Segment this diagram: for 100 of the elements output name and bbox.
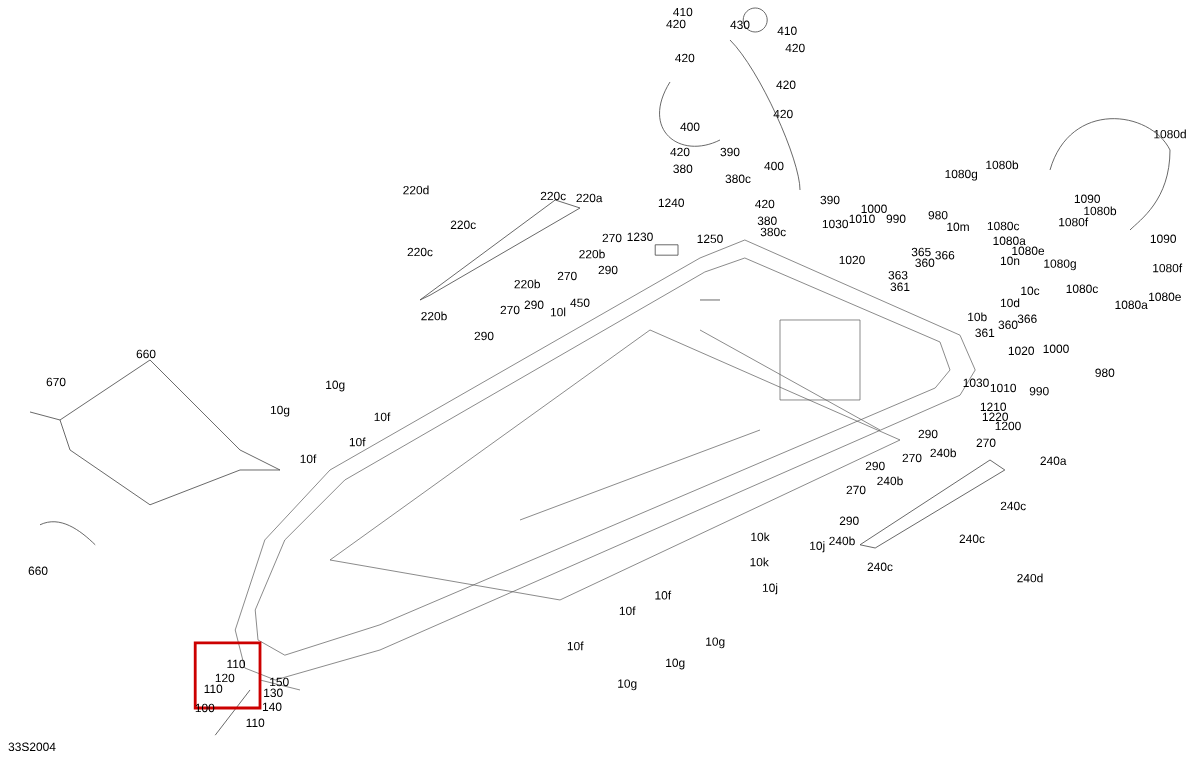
callout-number: 110 xyxy=(204,684,223,693)
callout-number: 10f xyxy=(619,606,636,616)
callout-number: 380 xyxy=(673,164,693,173)
callout-number: 270 xyxy=(500,305,520,315)
callout-number: 1020 xyxy=(839,255,865,265)
callout-number: 420 xyxy=(776,80,796,89)
callout-number: 1090 xyxy=(1150,234,1176,243)
callout-number: 240b xyxy=(829,536,855,546)
callout-number: 1080f xyxy=(1153,263,1183,273)
callout-number: 400 xyxy=(680,122,700,131)
callout-number: 10f xyxy=(374,412,391,422)
callout-number: 420 xyxy=(773,109,793,119)
callout-number: 240c xyxy=(1000,501,1026,511)
callout-number: 270 xyxy=(602,233,622,243)
callout-number: 10f xyxy=(300,454,317,464)
callout-number: 1230 xyxy=(627,232,653,241)
callout-number: 220b xyxy=(514,279,540,289)
callout-number: 365 xyxy=(911,247,931,257)
callout-number: 10j xyxy=(810,541,825,553)
callout-number: 1080b xyxy=(986,160,1019,170)
callout-number: 220c xyxy=(407,247,433,257)
callout-number: 290 xyxy=(918,429,938,439)
callout-number: 1080f xyxy=(1059,217,1089,227)
callout-number: 363 xyxy=(888,270,908,280)
callout-number: 1210 xyxy=(980,402,1006,411)
callout-number: 240b xyxy=(877,476,903,486)
callout-number: 1080c xyxy=(1066,284,1098,293)
callout-number: 1080a xyxy=(1115,300,1148,309)
callout-number: 10k xyxy=(750,557,769,567)
callout-number: 1200 xyxy=(995,421,1021,431)
callout-number: 1010 xyxy=(990,383,1016,393)
figure-code: 33S2004 xyxy=(8,742,56,751)
callout-number: 10g xyxy=(618,679,637,691)
callout-number: 270 xyxy=(976,438,996,447)
callout-number: 360 xyxy=(915,258,935,267)
callout-number: 980 xyxy=(1095,368,1115,377)
callout-number: 10l xyxy=(550,307,566,317)
callout-number: 380 xyxy=(757,216,777,225)
callout-number: 10g xyxy=(666,658,685,670)
callout-number: 10m xyxy=(947,222,969,231)
callout-number: 1080e xyxy=(1012,246,1045,255)
callout-number: 1080d xyxy=(1154,129,1186,139)
callout-number: 240c xyxy=(867,562,893,571)
callout-number: 220c xyxy=(540,191,566,201)
callout-number: 1090 xyxy=(1074,194,1100,203)
callout-number: 110 xyxy=(227,659,246,669)
callout-number: 290 xyxy=(524,300,544,309)
callout-number: 660 xyxy=(136,349,156,359)
callout-number: 220d xyxy=(403,185,429,195)
callout-number: 1080b xyxy=(1084,206,1117,216)
callout-number: 361 xyxy=(890,282,910,291)
callout-number: 670 xyxy=(46,377,66,387)
callout-number: 420 xyxy=(666,19,686,29)
callout-number: 1000 xyxy=(1043,344,1069,353)
callout-number: 1000 xyxy=(861,204,887,213)
callout-number: 390 xyxy=(820,195,840,205)
callout-number: 1020 xyxy=(1008,346,1034,355)
callout-number: 10k xyxy=(751,532,770,542)
callout-number: 660 xyxy=(28,566,48,575)
callout-number: 420 xyxy=(785,43,805,53)
callout-number: 1080c xyxy=(987,221,1020,231)
callout-number: 990 xyxy=(1029,386,1049,396)
callout-number: 430 xyxy=(730,20,750,29)
callout-number: 10b xyxy=(968,312,987,322)
callout-number: 1030 xyxy=(963,378,989,387)
callout-number: 1220 xyxy=(982,412,1008,421)
callout-number: 290 xyxy=(839,516,859,525)
callout-number: 1080g xyxy=(945,169,978,181)
callout-number: 220a xyxy=(576,193,603,203)
callout-number: 10n xyxy=(1000,256,1020,265)
callout-number: 420 xyxy=(675,53,695,63)
callout-number: 1240 xyxy=(658,198,684,207)
callout-number: 1030 xyxy=(822,219,848,229)
callout-number: 290 xyxy=(865,461,885,471)
callout-number: 120 xyxy=(215,673,235,683)
callout-number: 150 xyxy=(270,677,289,687)
callout-number: 130 xyxy=(264,688,283,697)
callout-number: 220b xyxy=(579,249,605,259)
callout-number: 1080a xyxy=(993,236,1026,245)
callout-number: 10d xyxy=(1000,298,1020,308)
callout-number: 10g xyxy=(326,380,345,392)
callout-number: 361 xyxy=(975,328,995,337)
callout-number: 1010 xyxy=(849,214,875,223)
callout-number: 1250 xyxy=(697,234,723,243)
callout-number: 270 xyxy=(902,453,922,463)
callout-number: 990 xyxy=(886,214,906,223)
callout-number: 10f xyxy=(567,641,584,651)
callout-number: 240d xyxy=(1017,573,1043,583)
callout-number: 220b xyxy=(421,311,447,321)
callout-number: 140 xyxy=(262,702,282,711)
callout-number: 10g xyxy=(270,405,290,417)
callout-number: 1080e xyxy=(1149,292,1181,301)
callout-number: 420 xyxy=(755,199,775,209)
callout-number: 10g xyxy=(706,637,725,649)
callout-number: 240a xyxy=(1040,456,1067,465)
callout-number: 366 xyxy=(1017,314,1037,323)
callout-number: 420 xyxy=(670,147,690,157)
callout-number: 390 xyxy=(720,147,740,157)
callout-number: 240b xyxy=(930,448,956,458)
callout-number: 290 xyxy=(598,265,618,275)
